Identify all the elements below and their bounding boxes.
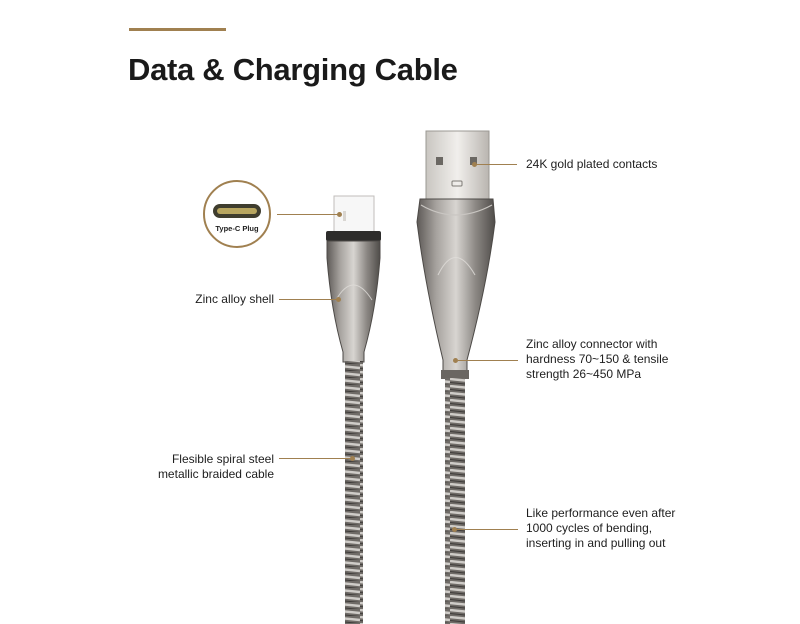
spiral-cable-line-1: Flesible spiral steel <box>171 452 274 466</box>
type-c-plug-marker <box>337 212 342 217</box>
zinc-connector-line-3: strength 26~450 MPa <box>526 367 642 381</box>
spiral-cable-leader <box>279 458 351 459</box>
zinc-connector-line-2: hardness 70~150 & tensile <box>526 352 669 366</box>
type-c-spiral-cable <box>345 361 363 624</box>
accent-rule <box>129 28 226 31</box>
zinc-shell-marker <box>336 297 341 302</box>
type-c-plug-leader <box>277 214 339 215</box>
spiral-cable-line-2: metallic braided cable <box>157 467 274 481</box>
usb-a-connector <box>416 130 496 379</box>
usb-slot-right <box>470 157 477 165</box>
type-c-connector <box>326 195 381 363</box>
performance-line-2: 1000 cycles of bending, <box>526 521 653 535</box>
gold-contacts-leader <box>477 164 517 165</box>
zinc-shell-leader <box>279 299 337 300</box>
performance-label: Like performance even after 1000 cycles … <box>526 506 675 551</box>
performance-line-1: Like performance even after <box>526 506 676 520</box>
gold-contacts-marker <box>472 162 477 167</box>
zinc-shell-label: Zinc alloy shell <box>195 292 274 306</box>
type-c-plug-label: Type-C Plug <box>215 224 259 233</box>
type-c-plug-badge <box>203 180 271 248</box>
zinc-connector-marker <box>453 358 458 363</box>
usb-spiral-cable <box>445 378 465 624</box>
zinc-connector-label: Zinc alloy connector with hardness 70~15… <box>526 337 668 382</box>
usb-slot-left <box>436 157 443 165</box>
performance-line-3: inserting in and pulling out <box>526 536 666 550</box>
zinc-connector-leader <box>458 360 518 361</box>
performance-marker <box>452 527 457 532</box>
spiral-cable-label: Flesible spiral steel metallic braided c… <box>156 452 274 482</box>
gold-contacts-label: 24K gold plated contacts <box>526 157 658 171</box>
zinc-connector-line-1: Zinc alloy connector with <box>526 337 658 351</box>
page-title: Data & Charging Cable <box>128 52 458 87</box>
performance-leader <box>457 529 518 530</box>
spiral-cable-marker <box>350 456 355 461</box>
